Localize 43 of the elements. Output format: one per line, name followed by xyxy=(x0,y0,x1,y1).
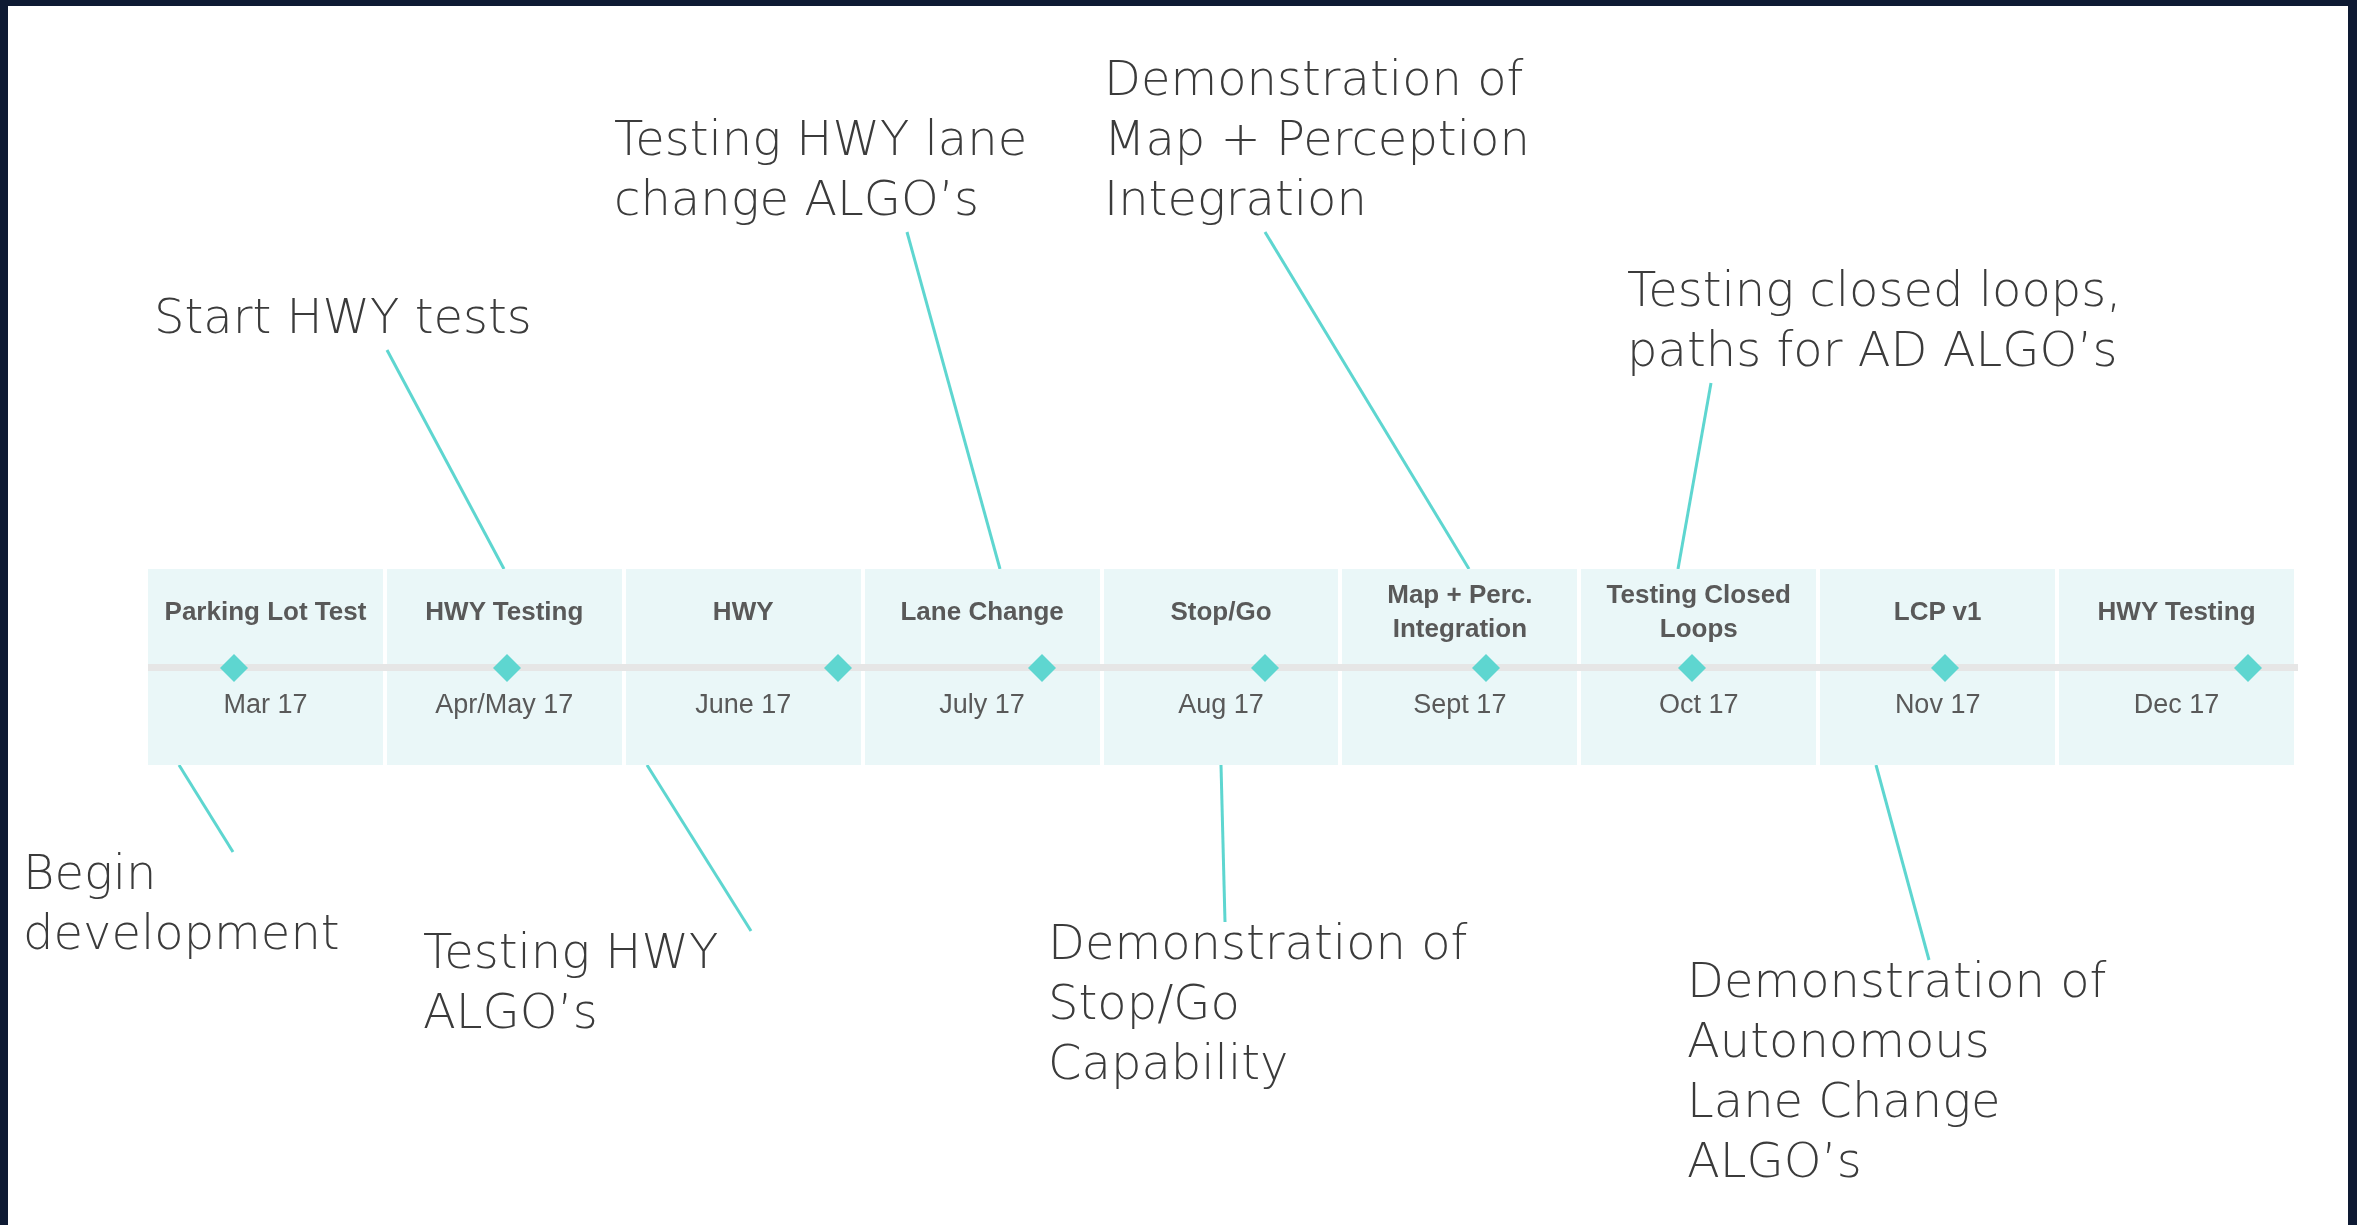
leader-line xyxy=(1263,231,1471,570)
leader-line xyxy=(385,349,506,570)
milestone-title: Lane Change xyxy=(900,595,1064,629)
milestone-title: Testing Closed Loops xyxy=(1605,578,1792,645)
milestone-title: LCP v1 xyxy=(1893,595,1982,629)
leader-line xyxy=(905,231,1002,570)
date-label: Sept 17 xyxy=(1413,689,1507,720)
timeline-column xyxy=(148,569,387,765)
timeline-column xyxy=(625,569,865,765)
timeline-column xyxy=(1103,569,1343,765)
date-label: Dec 17 xyxy=(2133,689,2220,720)
callout-text: Testing HWY ALGO’s xyxy=(423,921,863,1041)
callout-text: Testing HWY lane change ALGO’s xyxy=(614,108,1074,228)
callout-text: Start HWY tests xyxy=(154,286,614,346)
milestone-title: Stop/Go xyxy=(1170,595,1272,629)
callout-text: Demonstration of Map + Perception Integration xyxy=(1104,48,1564,228)
timeline-column xyxy=(2059,569,2298,765)
date-label: Aug 17 xyxy=(1178,689,1264,720)
callout-text: Begin development xyxy=(23,842,363,962)
milestone-title: HWY Testing xyxy=(2097,595,2256,629)
date-label: Apr/May 17 xyxy=(435,689,574,720)
milestone-title: HWY Testing xyxy=(425,595,584,629)
leader-line xyxy=(1219,764,1227,923)
callout-text: Testing closed loops, paths for AD ALGO’s xyxy=(1627,259,2127,379)
leader-line xyxy=(1874,764,1931,961)
date-label: June 17 xyxy=(695,689,792,720)
date-label: Oct 17 xyxy=(1659,689,1739,720)
leader-line xyxy=(645,764,753,932)
milestone-title: Map + Perc. Integration xyxy=(1386,578,1534,645)
date-label: Mar 17 xyxy=(223,689,308,720)
timeline-column xyxy=(864,569,1104,765)
timeline-column xyxy=(1342,569,1582,765)
callout-text: Demonstration of Autonomous Lane Change ALGO’s xyxy=(1687,950,2107,1190)
callout-text: Demonstration of Stop/Go Capability xyxy=(1048,912,1468,1092)
date-label: Nov 17 xyxy=(1894,689,1981,720)
milestone-title: Parking Lot Test xyxy=(164,595,367,629)
timeline-column xyxy=(386,569,626,765)
milestone-title: HWY xyxy=(712,595,774,629)
leader-line xyxy=(177,764,235,853)
timeline-column xyxy=(1581,569,1821,765)
date-label: July 17 xyxy=(939,689,1025,720)
timeline-column xyxy=(1820,569,2060,765)
leader-line xyxy=(1676,382,1713,570)
